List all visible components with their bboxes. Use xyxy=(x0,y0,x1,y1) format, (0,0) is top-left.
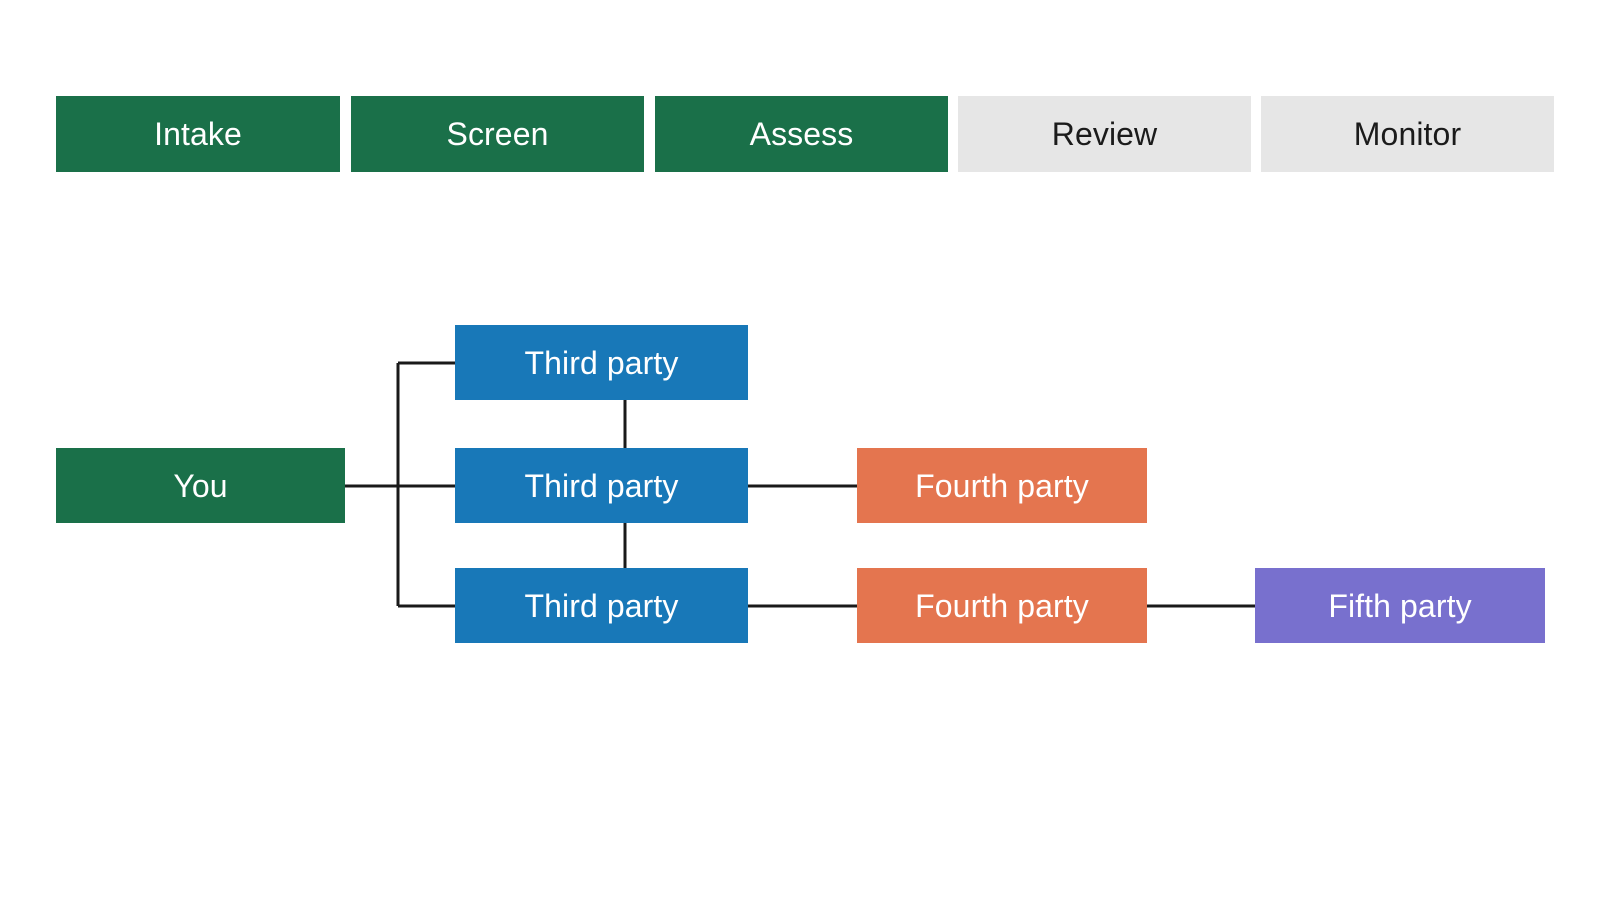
node-label: Third party xyxy=(524,467,679,504)
stage-chip-assess[interactable]: Assess xyxy=(655,96,948,172)
stage-chip-label: Assess xyxy=(749,116,854,152)
node-label: Third party xyxy=(524,587,679,624)
stage-chip-screen[interactable]: Screen xyxy=(351,96,644,172)
stage-chip-monitor[interactable]: Monitor xyxy=(1261,96,1554,172)
stage-chip-label: Review xyxy=(1051,116,1158,152)
node-third-3[interactable]: Third party xyxy=(455,568,748,643)
node-label: Fifth party xyxy=(1328,587,1472,624)
node-label: You xyxy=(173,467,228,504)
stage-chip-label: Intake xyxy=(154,116,242,152)
node-label: Third party xyxy=(524,344,679,381)
stage-chip-label: Screen xyxy=(446,116,549,152)
node-fourth-2[interactable]: Fourth party xyxy=(857,568,1147,643)
node-you[interactable]: You xyxy=(56,448,345,523)
node-fifth-1[interactable]: Fifth party xyxy=(1255,568,1545,643)
node-label: Fourth party xyxy=(915,467,1089,504)
node-third-1[interactable]: Third party xyxy=(455,325,748,400)
stage-chip-review[interactable]: Review xyxy=(958,96,1251,172)
stage-chip-intake[interactable]: Intake xyxy=(56,96,340,172)
lifecycle-stage-bar: Intake Screen Assess Review Monitor xyxy=(56,96,1554,172)
node-third-2[interactable]: Third party xyxy=(455,448,748,523)
node-fourth-1[interactable]: Fourth party xyxy=(857,448,1147,523)
stage-chip-label: Monitor xyxy=(1353,116,1462,152)
node-label: Fourth party xyxy=(915,587,1089,624)
